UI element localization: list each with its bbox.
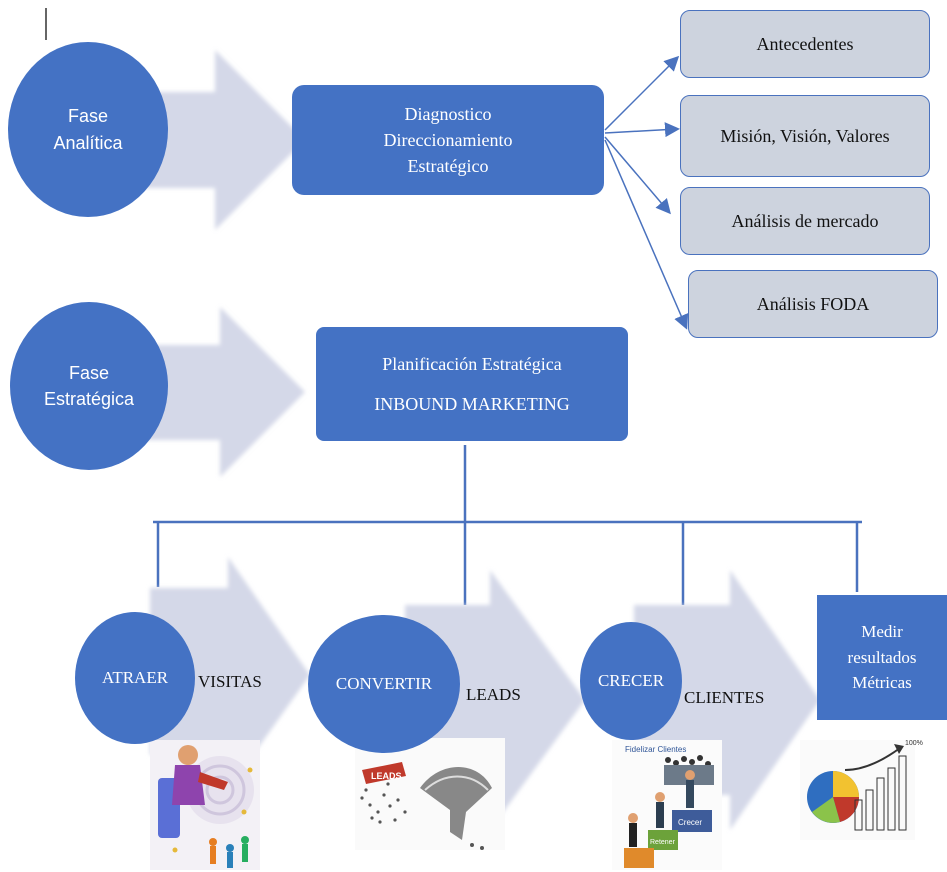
- convertir-circle: CONVERTIR: [308, 615, 460, 753]
- crecer-clients-illustration: Fidelizar Clientes Crecer Retener: [612, 740, 722, 870]
- planning-tree-connectors: [153, 445, 862, 605]
- diagnostic-connectors: [604, 55, 689, 330]
- item-analisis-foda: Análisis FODA: [688, 270, 938, 338]
- crecer-caption: Fidelizar Clientes: [625, 745, 686, 754]
- measure-line-2: resultados: [847, 647, 917, 667]
- metrics-chart-label: 100%: [905, 740, 923, 747]
- clientes-label: CLIENTES: [684, 688, 765, 707]
- planning-box: Planificación Estratégica INBOUND MARKET…: [316, 327, 628, 441]
- visitas-stage-arrow: [150, 557, 310, 790]
- item-analisis-mercado-label: Análisis de mercado: [731, 210, 879, 231]
- leads-tag-label: LEADS: [371, 771, 402, 781]
- item-mision-vision-valores-label: Misión, Visión, Valores: [720, 125, 890, 146]
- item-mision-vision-valores: Misión, Visión, Valores: [680, 95, 930, 177]
- planning-line-2: INBOUND MARKETING: [374, 394, 570, 414]
- atraer-circle: ATRAER: [75, 612, 195, 744]
- item-antecedentes: Antecedentes: [680, 10, 930, 78]
- diagnostic-line-2: Direccionamiento: [383, 129, 513, 150]
- metrics-chart-illustration: 100%: [800, 740, 923, 840]
- leads-funnel-illustration: LEADS: [355, 738, 505, 850]
- crecer-circle: CRECER: [580, 622, 682, 740]
- strategic-phase-circle: Fase Estratégica: [10, 302, 168, 470]
- crecer-label: CRECER: [597, 670, 665, 690]
- atraer-label: ATRAER: [101, 667, 169, 687]
- diagnostic-line-1: Diagnostico: [404, 103, 492, 124]
- measure-line-3: Métricas: [852, 673, 912, 693]
- item-antecedentes-label: Antecedentes: [756, 33, 854, 54]
- attract-visitors-illustration: [150, 740, 260, 870]
- measure-line-1: Medir: [861, 622, 903, 642]
- visitas-label: VISITAS: [198, 672, 262, 691]
- analytic-phase-label: Fase Analítica: [53, 106, 123, 153]
- diagnostic-line-3: Estratégico: [407, 156, 489, 177]
- convertir-label: CONVERTIR: [335, 673, 433, 693]
- analytic-phase-circle: Fase Analítica: [8, 42, 168, 217]
- leads-label: LEADS: [466, 685, 521, 704]
- planning-line-1: Planificación Estratégica: [382, 353, 562, 374]
- diagnostic-box: Diagnostico Direccionamiento Estratégico: [292, 85, 604, 195]
- measure-results-box: Medir resultados Métricas: [817, 595, 947, 720]
- step-label-crecer: Crecer: [678, 818, 702, 827]
- step-label-retener: Retener: [650, 839, 676, 846]
- strategic-phase-label: Fase Estratégica: [43, 362, 135, 409]
- item-analisis-mercado: Análisis de mercado: [680, 187, 930, 255]
- item-analisis-foda-label: Análisis FODA: [756, 293, 870, 314]
